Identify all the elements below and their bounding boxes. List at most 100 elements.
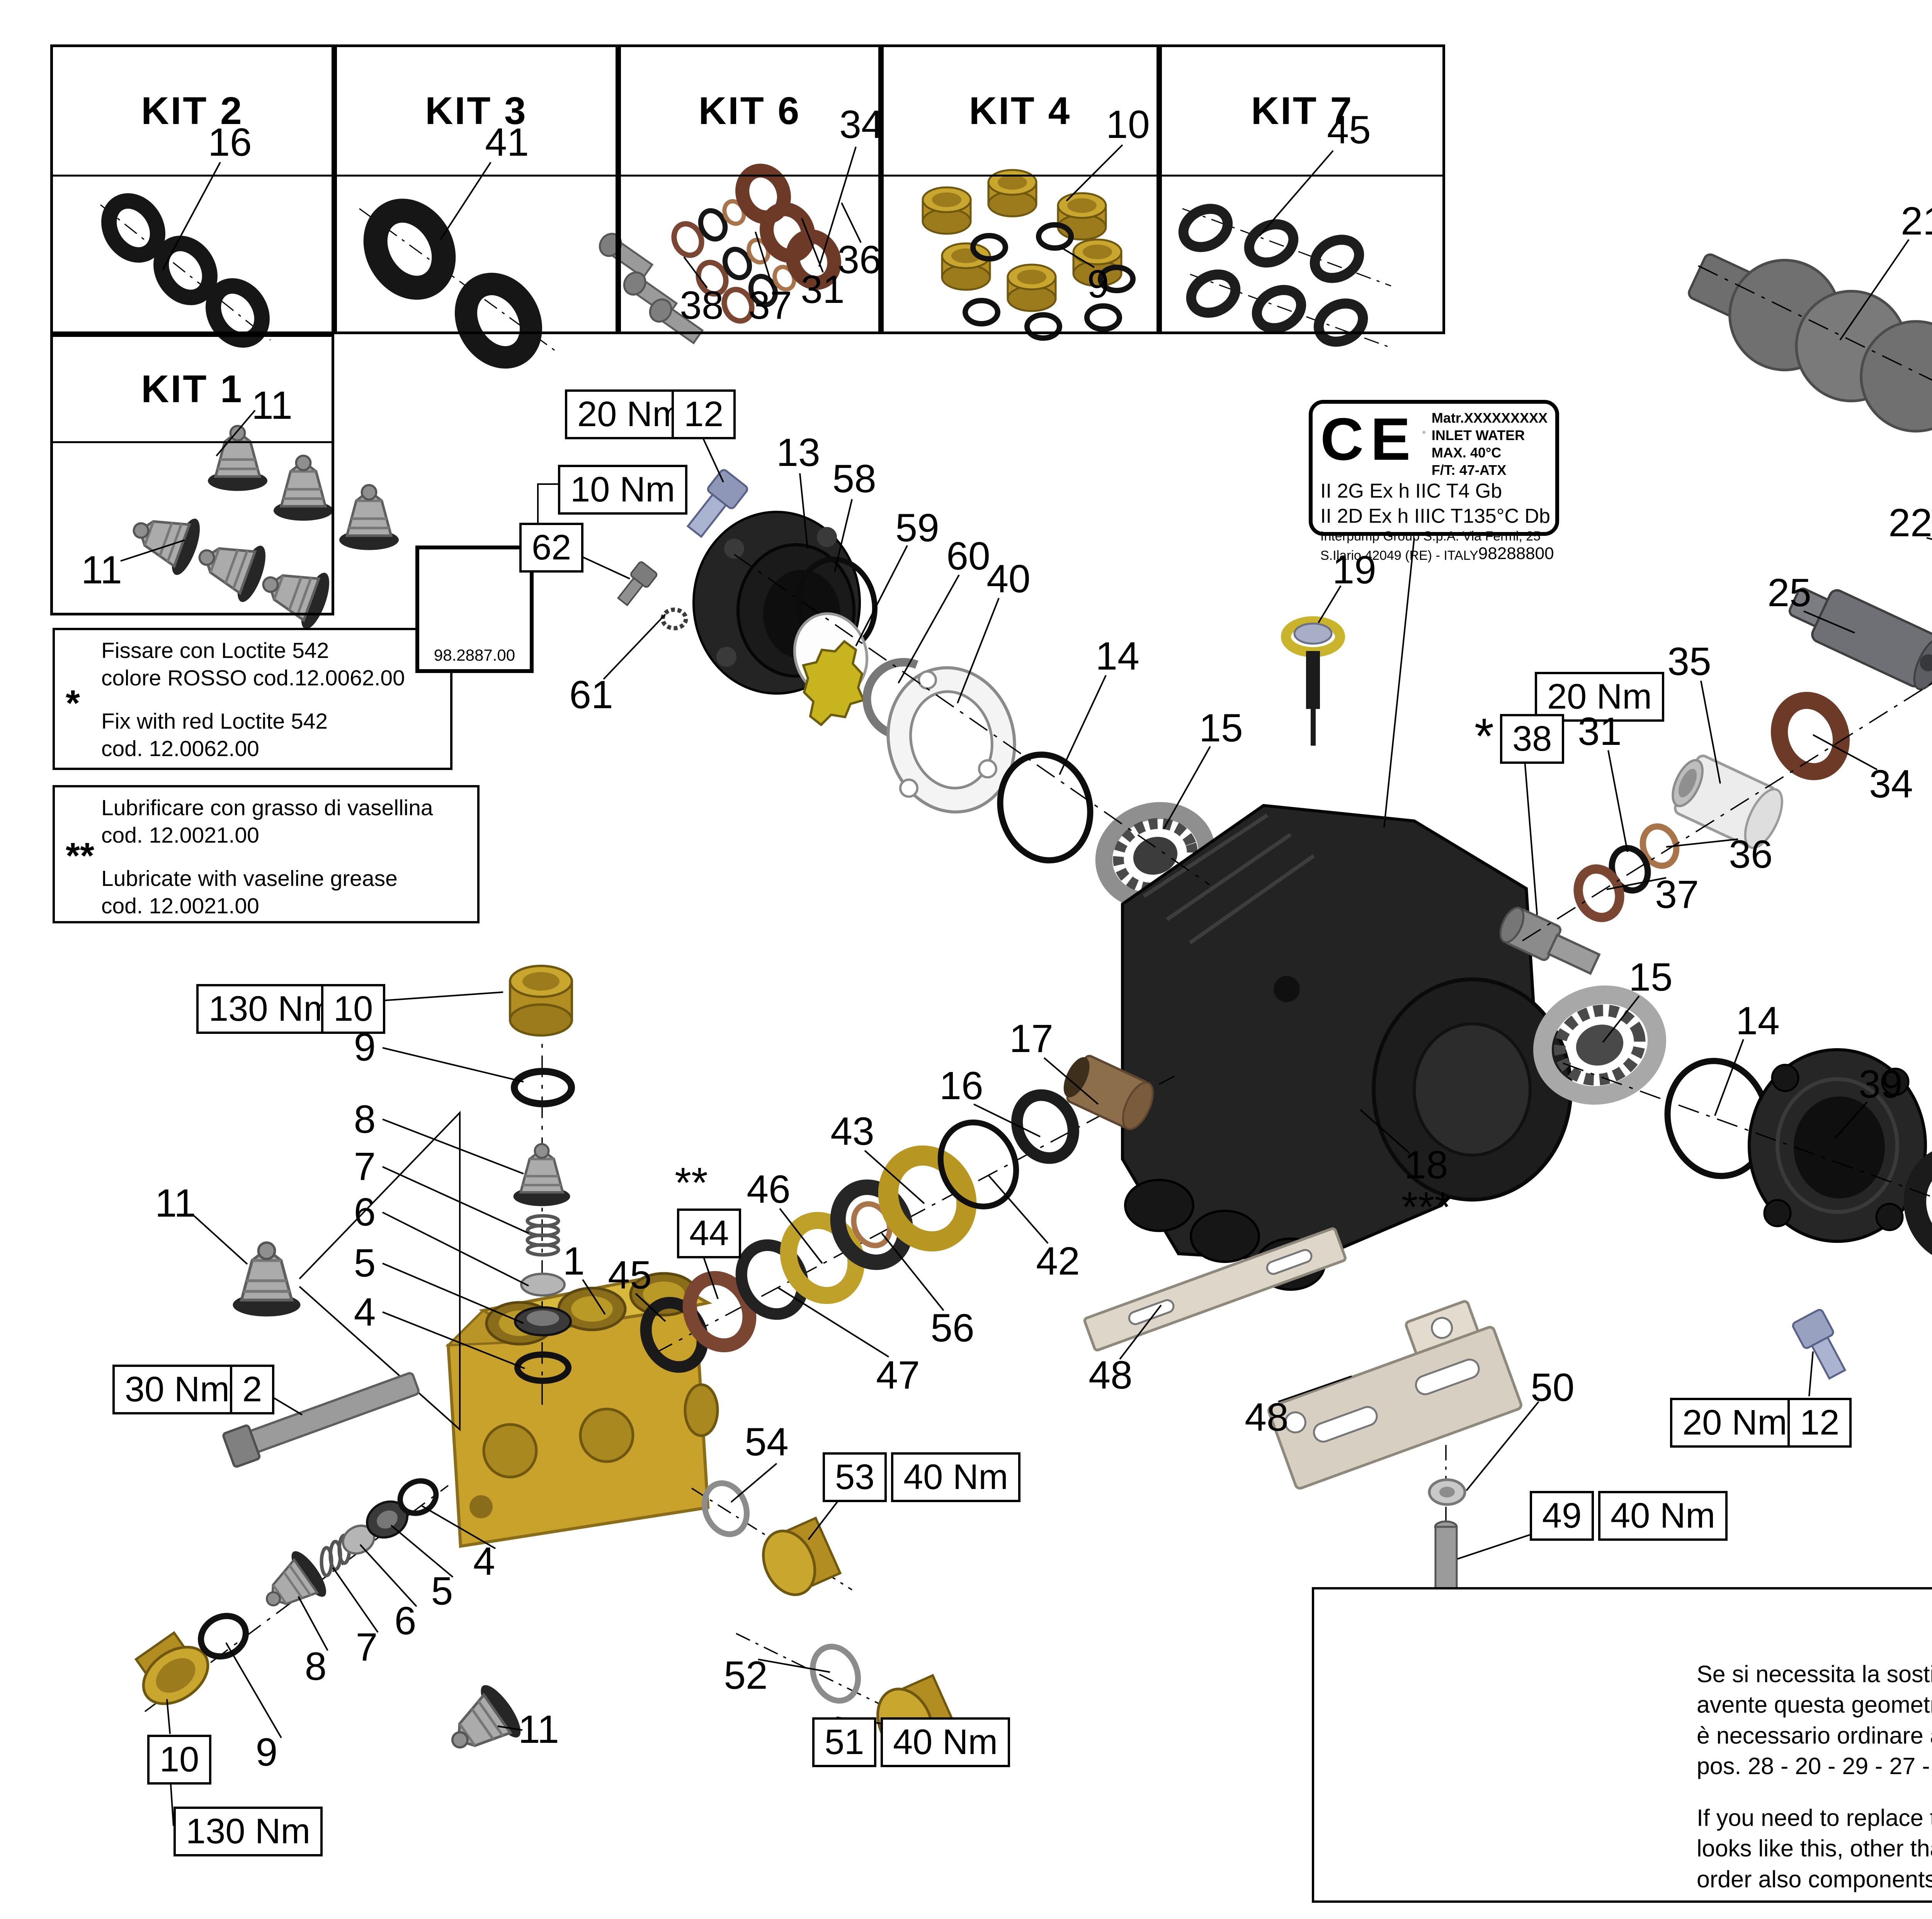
kit-box-kit-4: KIT 4 [881, 44, 1159, 334]
callout-56: 56 [930, 1306, 975, 1350]
callout-6: 6 [354, 1190, 376, 1234]
footnote-text: Se si necessita la sostituzione del cart… [1697, 1661, 1932, 1892]
callout-1: 1 [563, 1239, 585, 1283]
kit-title: KIT 4 [884, 47, 1156, 177]
kit3-seals [359, 199, 557, 369]
callout-starstarstar: *** [1401, 1183, 1451, 1231]
callout-19: 19 [1332, 548, 1376, 592]
kit2-seals [100, 193, 271, 348]
bearing-cover-39 [1748, 1048, 1927, 1243]
torque-or-ref-label-130-nm: 130 Nm [196, 984, 346, 1034]
kit-title: KIT 6 [621, 47, 878, 177]
axis-lines [734, 265, 1932, 1198]
callout-starstar: ** [675, 1159, 708, 1207]
dipstick-19 [1281, 616, 1345, 746]
kit-title: KIT 1 [53, 337, 332, 443]
torque-or-ref-label-40-nm: 40 Nm [1598, 1491, 1728, 1541]
callout-43: 43 [830, 1109, 874, 1153]
callout-38: 38 [680, 283, 724, 327]
oring-14-left [997, 751, 1094, 863]
ce-marking-line1: II 2G Ex h IIC T4 Gb [1320, 480, 1502, 502]
callout-34: 34 [1869, 762, 1913, 806]
ce-marking-line2: II 2D Ex h IIIC T135°C Db [1320, 505, 1550, 527]
torque-or-ref-label-38: 38 [1500, 714, 1565, 764]
torque-or-ref-label-62: 62 [519, 523, 584, 573]
callout-48: 48 [1245, 1395, 1289, 1439]
crankcase-footnote: *** Se si necessita la sostituzione del … [1312, 1587, 1932, 1903]
callout-9: 9 [354, 1025, 376, 1069]
ce-company: Interpump Group S.p.A. Via Fermi, 25 [1320, 529, 1541, 544]
plunger-25 [1788, 587, 1932, 690]
callout-16: 16 [939, 1064, 983, 1108]
torque-or-ref-label-12: 12 [672, 389, 736, 439]
kit-box-kit-2: KIT 2 [50, 44, 334, 334]
callout-11: 11 [81, 548, 122, 592]
seal-stack-row [640, 1055, 1175, 1373]
callout-37: 37 [748, 283, 792, 327]
callout-45: 45 [608, 1253, 652, 1297]
ce-ft: F/T: 47-ATX [1431, 462, 1507, 478]
kit-title: KIT 2 [53, 47, 332, 177]
upper-valve-stack [233, 965, 575, 1431]
callout-36: 36 [837, 238, 881, 282]
torque-or-ref-label-40-nm: 40 Nm [881, 1717, 1010, 1767]
note-line: Fissare con Loctite 542 [101, 638, 329, 663]
callout-22: 22 [1888, 501, 1932, 545]
stud-2 [222, 1372, 420, 1468]
torque-or-ref-label-44: 44 [677, 1209, 742, 1258]
lower-valve-stack [134, 1478, 527, 1769]
torque-or-ref-label-20-nm: 20 Nm [1670, 1398, 1799, 1448]
manifold-1 [445, 1272, 719, 1548]
torque-or-ref-label-40-nm: 40 Nm [891, 1452, 1020, 1502]
callout-61: 61 [569, 673, 613, 717]
torque-or-ref-label-49: 49 [1530, 1491, 1594, 1541]
ground-code: 98.2887.00 [434, 646, 515, 664]
bearing-15-right [1533, 985, 1667, 1105]
note-line: Fix with red Loctite 542 [101, 709, 328, 734]
crankcase-18 [1121, 804, 1573, 1291]
note-vaseline: ** Lubrificare con grasso di vasellina c… [53, 785, 480, 923]
callout-37: 37 [1655, 872, 1699, 916]
callout-54: 54 [745, 1420, 789, 1464]
callout-46: 46 [747, 1167, 791, 1211]
callout-8: 8 [304, 1644, 327, 1688]
callout-25: 25 [1767, 571, 1811, 615]
svg-text:Ex: Ex [1423, 432, 1425, 433]
note-line: Lubrificare con grasso di vasellina [101, 795, 433, 820]
callout-10: 10 [1106, 102, 1150, 146]
bolt-12-front [686, 469, 748, 538]
kit-box-kit-7: KIT 7 [1159, 44, 1445, 334]
crankshaft-21 [1688, 253, 1932, 453]
kit-box-kit-6: KIT 6 [618, 44, 881, 334]
callout-15: 15 [1629, 955, 1673, 999]
callout-52: 52 [724, 1653, 768, 1697]
seal-59-circlip-60-gasket-40 [793, 612, 1016, 814]
callout-6: 6 [394, 1599, 417, 1643]
callout-17: 17 [1009, 1016, 1053, 1061]
ce-atex-label: CE Ex Matr.XXXXXXXXX INLET WATER MAX. 40… [1309, 400, 1559, 563]
torque-or-ref-label-10: 10 [321, 984, 386, 1034]
callout-35: 35 [1667, 639, 1711, 683]
note-line: cod. 12.0021.00 [101, 893, 259, 918]
callout-14: 14 [1095, 634, 1139, 678]
note-line: Lubricate with vaseline grease [101, 866, 398, 891]
ce-inlet: INLET WATER [1431, 427, 1525, 443]
callout-59: 59 [895, 506, 939, 550]
sleeve-35 [1672, 755, 1783, 849]
kit-title: KIT 3 [337, 47, 616, 177]
ce-max: MAX. 40°C [1431, 445, 1502, 461]
note-vaseline-star: ** [66, 835, 94, 876]
callout-50: 50 [1531, 1365, 1575, 1409]
callout-13: 13 [776, 430, 820, 474]
callout-11: 11 [252, 383, 293, 427]
callout-42: 42 [1036, 1239, 1080, 1283]
callout-7: 7 [354, 1144, 376, 1188]
torque-or-ref-label-30-nm: 30 Nm [112, 1365, 242, 1414]
torque-or-ref-label-10: 10 [147, 1735, 212, 1785]
bolt-12-rear [1792, 1309, 1847, 1380]
note-line: cod. 12.0062.00 [101, 736, 259, 761]
callout-5: 5 [431, 1569, 453, 1613]
torque-or-ref-label-51: 51 [812, 1717, 877, 1767]
ground-label: 98.2887.00 [415, 546, 534, 673]
callout-18: 18 [1404, 1143, 1448, 1187]
